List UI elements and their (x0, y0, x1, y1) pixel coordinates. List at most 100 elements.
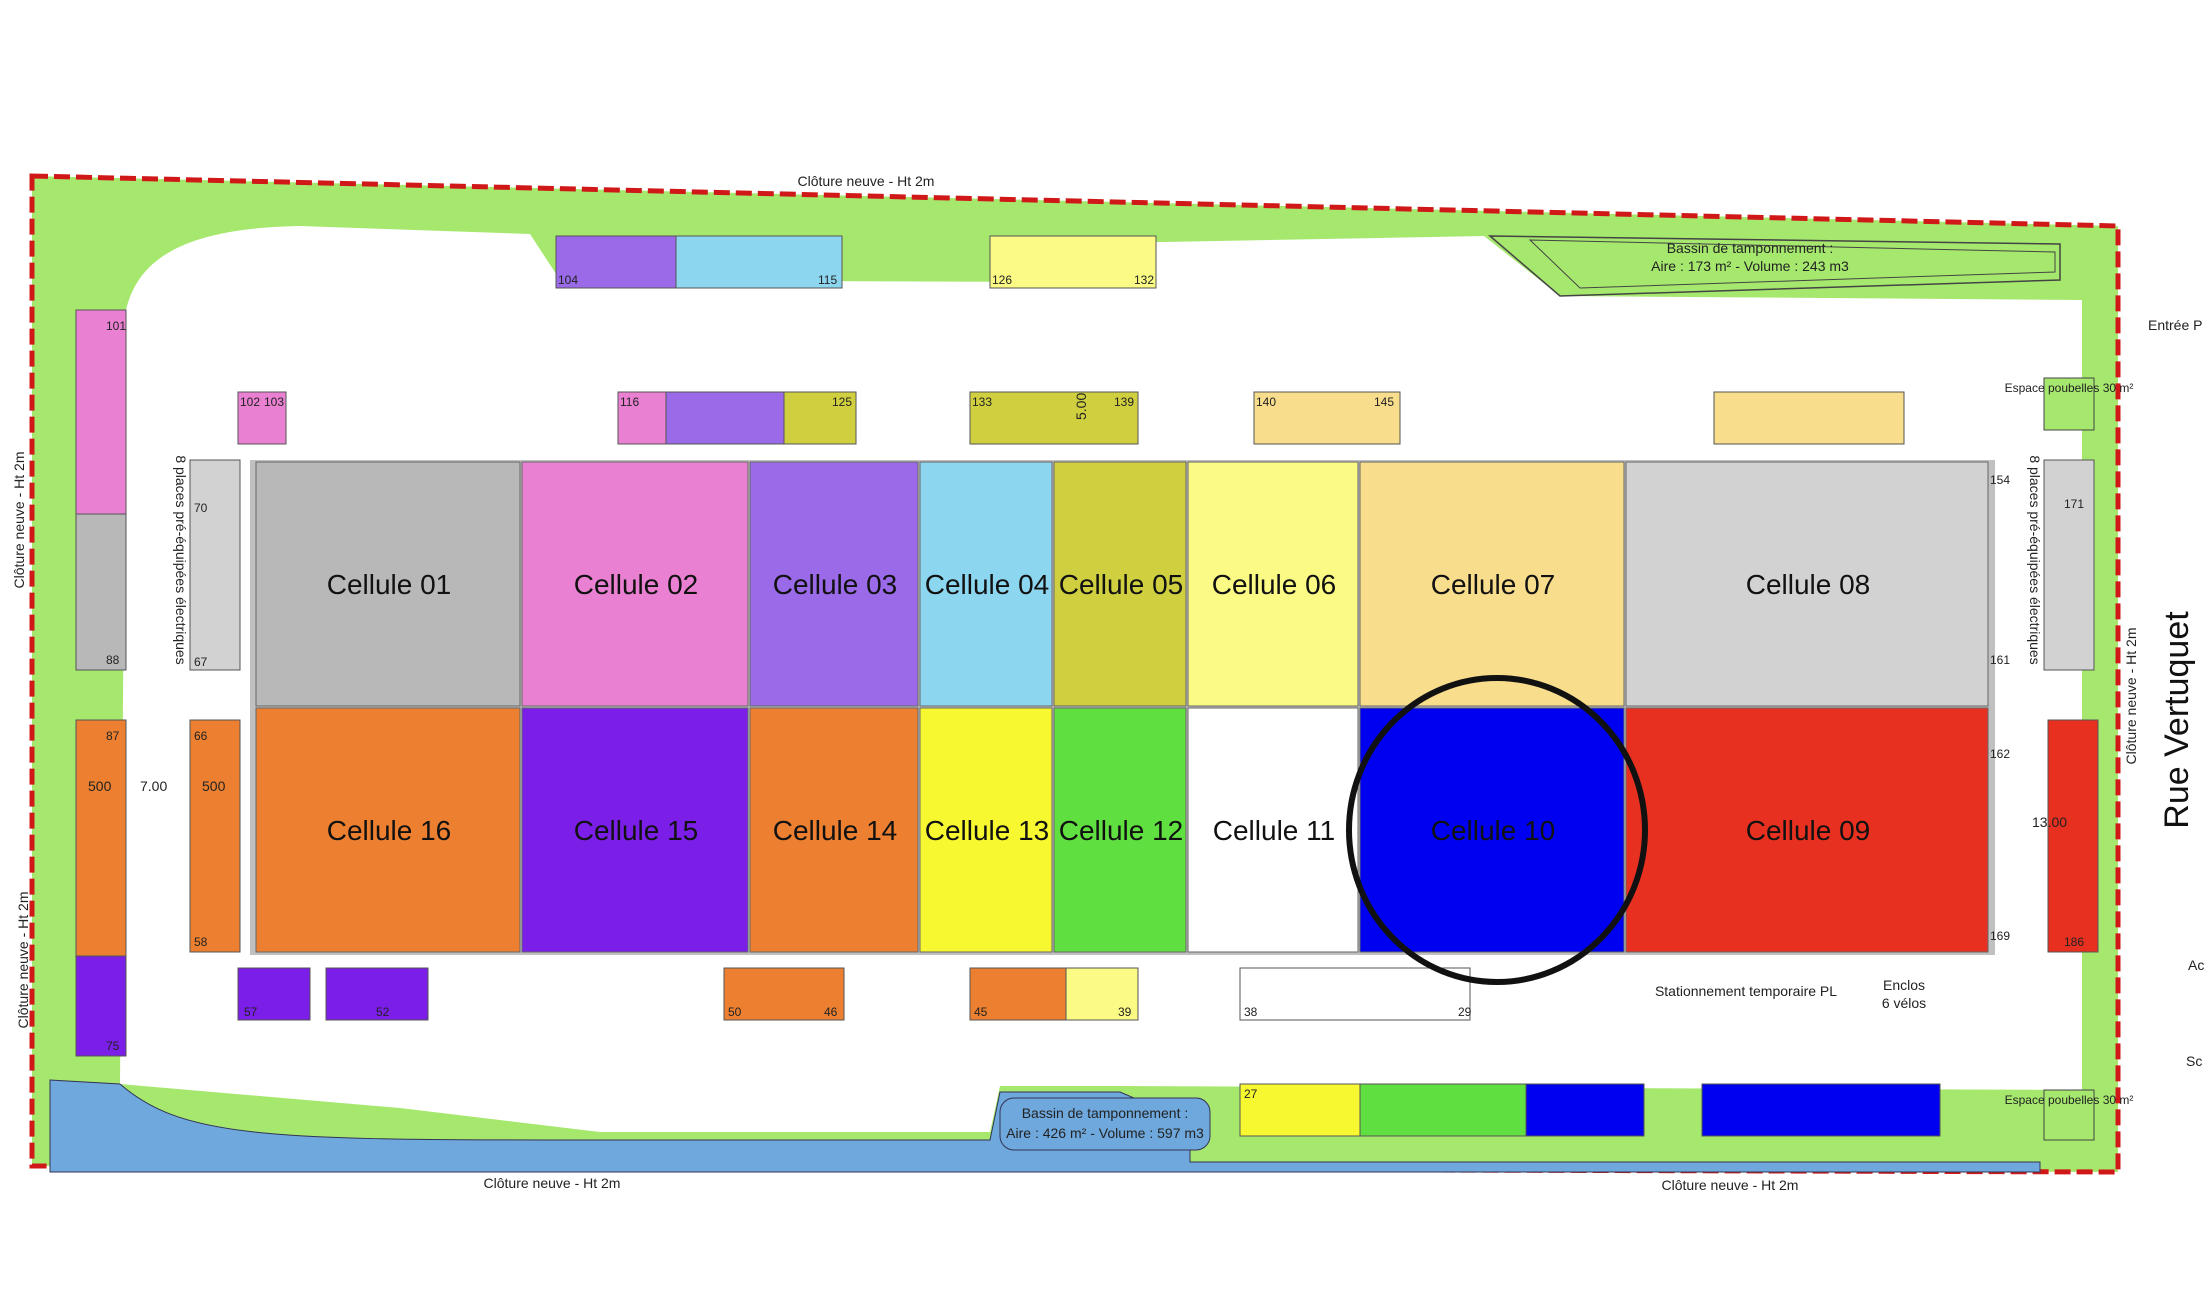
cell-4-block (919, 461, 1053, 707)
spot-50: 50 (728, 1005, 742, 1019)
parking-bottom-row (237, 967, 1471, 1021)
cell-9-block (255, 707, 521, 953)
basin-bottom-label-box (999, 1097, 1211, 1151)
spot-27: 27 (1244, 1087, 1258, 1101)
fence-label-left-top: Clôture neuve - Ht 2m (11, 452, 27, 589)
fence-label-bottom-left: Clôture neuve - Ht 2m (484, 1175, 621, 1191)
cell-label: Cellule 13 (925, 815, 1050, 846)
spot-154: 154 (1990, 473, 2010, 487)
spot-29: 29 (1458, 1005, 1472, 1019)
waste-area-bottom (2043, 1089, 2095, 1141)
exit-label-b: Sc (2186, 1053, 2202, 1069)
cell-10-block (521, 707, 749, 953)
cell-7-block (1359, 461, 1625, 707)
cell-5-block (1053, 461, 1187, 707)
parking-row2-left (237, 391, 857, 445)
cell-label: Cellule 11 (1213, 815, 1335, 846)
waste-area-top (2043, 377, 2095, 431)
spot-67: 67 (194, 655, 208, 669)
cell-8-block (1625, 461, 1989, 707)
basin-bottom-detail: Aire : 426 m² - Volume : 597 m3 (1006, 1125, 1204, 1141)
cell-label: Cellule 14 (773, 815, 898, 846)
cell-label: Cellule 12 (1059, 815, 1184, 846)
cell-13-block (1053, 707, 1187, 953)
dimension-500b: 500 (202, 778, 226, 794)
spot-52: 52 (376, 1005, 390, 1019)
spot-57: 57 (244, 1005, 258, 1019)
ev-label-left: 8 places pré-équipées électriques (173, 455, 189, 664)
spot-169: 169 (1990, 929, 2010, 943)
spot-58: 58 (194, 935, 208, 949)
parking-left-inner (189, 459, 241, 953)
entry-label: Entrée P (2148, 317, 2202, 333)
highlight-circle (1346, 675, 1648, 985)
cell-15-block (1359, 707, 1625, 953)
parking-right (2043, 459, 2099, 953)
parking-left-pink (75, 309, 127, 1057)
spot-45: 45 (974, 1005, 988, 1019)
cell-16-block (1625, 707, 1989, 953)
cell-label: Cellule 15 (574, 815, 699, 846)
spot-132: 132 (1134, 273, 1154, 287)
spot-116: 116 (620, 395, 639, 409)
basin-bottom-title: Bassin de tamponnement : (1022, 1105, 1189, 1121)
bike-enclosure-line2: 6 vélos (1882, 995, 1926, 1011)
spot-39: 39 (1118, 1005, 1132, 1019)
cell-label: Cellule 06 (1212, 569, 1337, 600)
cell-label: Cellule 16 (327, 815, 452, 846)
cell-label: Cellule 08 (1746, 569, 1871, 600)
spot-70: 70 (194, 501, 208, 515)
spot-115: 115 (818, 273, 837, 287)
spot-186: 186 (2064, 935, 2084, 949)
dimension-5: 5.00 (1073, 393, 1089, 420)
cell-label: Cellule 05 (1059, 569, 1184, 600)
spot-103: 103 (264, 395, 284, 409)
spot-102: 102 (240, 395, 260, 409)
cell-2-block (521, 461, 749, 707)
dimension-7: 7.00 (140, 778, 167, 794)
spot-101: 101 (106, 319, 126, 333)
cell-label: Cellule 04 (925, 569, 1050, 600)
dimension-500a: 500 (88, 778, 112, 794)
basin-top-title: Bassin de tamponnement : (1667, 240, 1834, 256)
parking-south-row (1239, 1083, 1941, 1137)
cell-14-block (1187, 707, 1359, 953)
parking-top-left (555, 235, 843, 289)
fence-label-bottom-right: Clôture neuve - Ht 2m (1662, 1177, 1799, 1193)
spot-133: 133 (972, 395, 992, 409)
parking-top-yellow (989, 235, 1157, 289)
spot-125: 125 (832, 395, 852, 409)
fence-label-left-bottom: Clôture neuve - Ht 2m (15, 892, 31, 1029)
spot-66: 66 (194, 729, 208, 743)
ev-label-right: 8 places pré-équipées électriques (2027, 455, 2043, 664)
spot-126: 126 (992, 273, 1012, 287)
spot-46: 46 (824, 1005, 838, 1019)
cell-label: Cellule 09 (1746, 815, 1871, 846)
spot-87: 87 (106, 729, 120, 743)
waste-top-label: Espace poubelles 30 m² (2005, 381, 2134, 395)
truck-parking-label: Stationnement temporaire PL (1655, 983, 1837, 999)
fence-label-right: Clôture neuve - Ht 2m (2123, 628, 2139, 765)
spot-88: 88 (106, 653, 120, 667)
basin-top-detail: Aire : 173 m² - Volume : 243 m3 (1651, 258, 1849, 274)
parking-row2-133 (969, 391, 1139, 445)
fence-label-top: Clôture neuve - Ht 2m (798, 173, 935, 189)
bike-enclosure-line1: Enclos (1883, 977, 1925, 993)
cell-11-block (749, 707, 919, 953)
cell-label: Cellule 02 (574, 569, 699, 600)
cell-1-block (255, 461, 521, 707)
cell-6-block (1187, 461, 1359, 707)
spot-139: 139 (1114, 395, 1134, 409)
spot-161: 161 (1990, 653, 2010, 667)
parking-row2-right (1713, 391, 1905, 445)
cell-3-block (749, 461, 919, 707)
cell-12-block (919, 707, 1053, 953)
cell-label: Cellule 03 (773, 569, 898, 600)
cell-label: Cellule 07 (1431, 569, 1556, 600)
spot-104: 104 (558, 273, 578, 287)
spot-162: 162 (1990, 747, 2010, 761)
spot-171: 171 (2064, 497, 2084, 511)
waste-bottom-label: Espace poubelles 30 m² (2005, 1093, 2134, 1107)
